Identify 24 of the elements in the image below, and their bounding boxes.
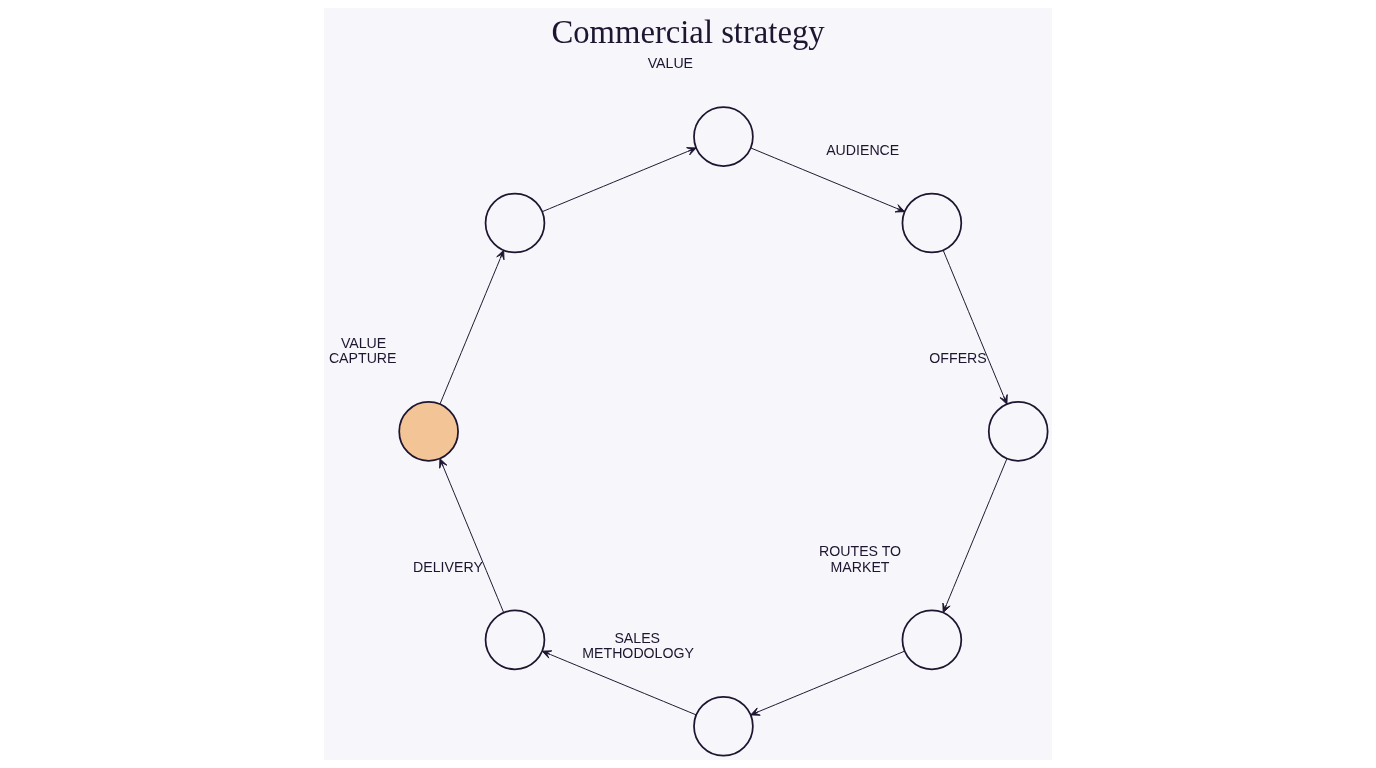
node-circle bbox=[484, 192, 546, 254]
node-circle bbox=[484, 609, 546, 671]
arrow bbox=[942, 458, 1008, 614]
arrow bbox=[439, 249, 505, 405]
arrow bbox=[439, 458, 505, 614]
node-circle bbox=[693, 106, 754, 167]
arrow bbox=[942, 249, 1008, 405]
arrow bbox=[750, 147, 906, 213]
node-circle bbox=[693, 695, 754, 757]
node-label: VALUE CAPTURE bbox=[328, 334, 397, 367]
node-label: DELIVERY bbox=[413, 558, 483, 575]
node-circle bbox=[901, 192, 963, 254]
diagram-title: Commercial strategy bbox=[551, 13, 825, 50]
node-circle bbox=[987, 401, 1049, 462]
arrow bbox=[541, 147, 697, 213]
node-label: AUDIENCE bbox=[826, 141, 900, 158]
node-circle bbox=[901, 609, 963, 671]
node-label: SALES METHODOLOGY bbox=[582, 629, 694, 661]
node-label: VALUE bbox=[647, 55, 694, 72]
arrow bbox=[541, 650, 697, 716]
node-label: ROUTES TO MARKET bbox=[819, 543, 902, 575]
node-circle bbox=[398, 401, 459, 462]
node-label: OFFERS bbox=[929, 350, 987, 367]
arrow bbox=[750, 650, 906, 716]
